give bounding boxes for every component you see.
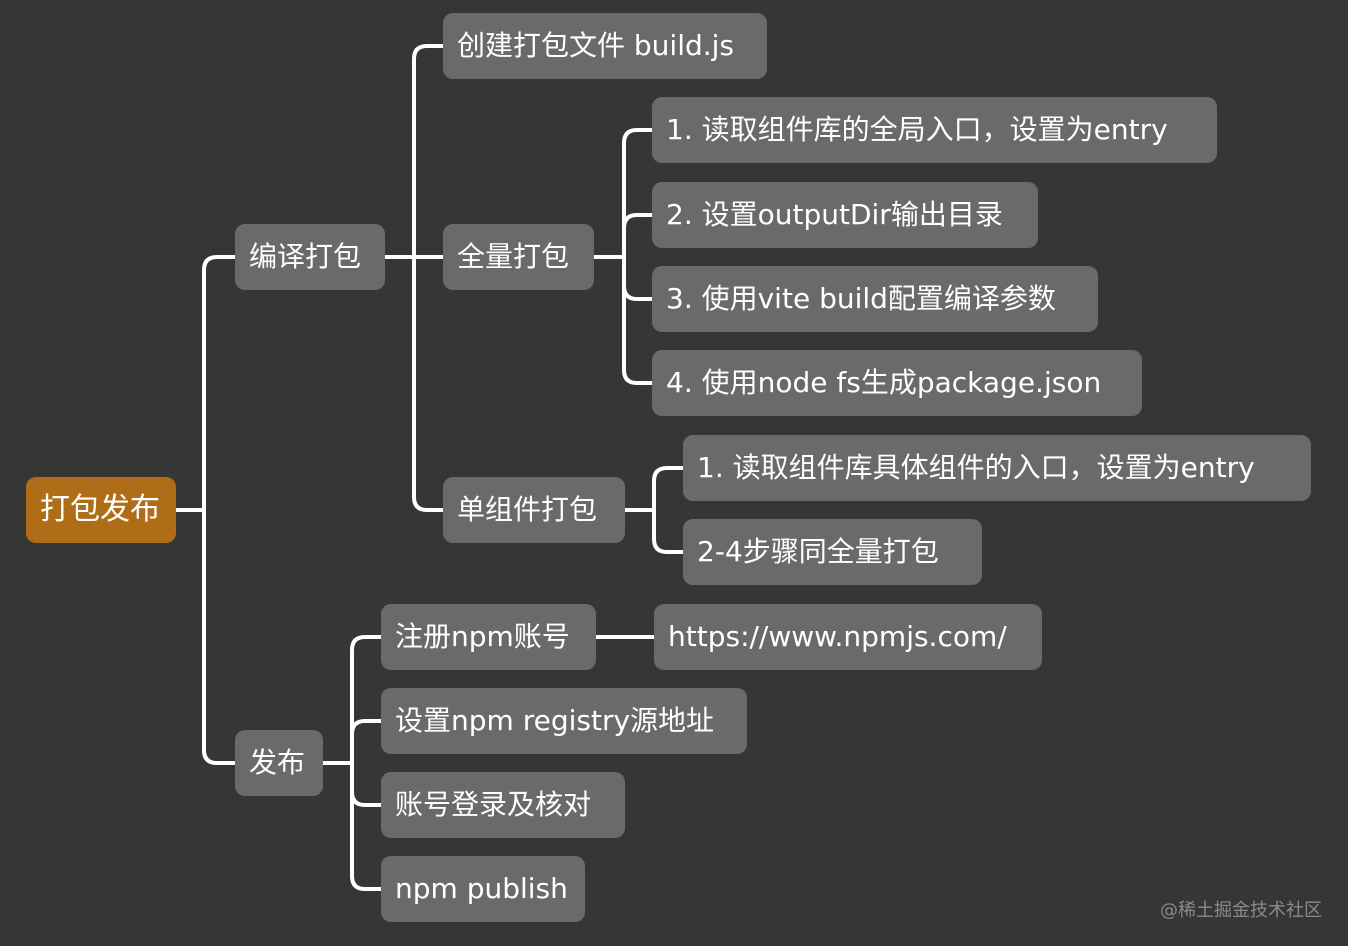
link-publish-registry bbox=[350, 719, 384, 765]
link-single-step2 bbox=[652, 508, 686, 554]
set-registry-node: 设置npm registry源地址 bbox=[381, 688, 747, 754]
link-compile-single bbox=[412, 255, 446, 512]
single-step-1-node: 1. 读取组件库具体组件的入口，设置为entry bbox=[683, 435, 1311, 501]
single-step-2-node: 2-4步骤同全量打包 bbox=[683, 519, 982, 585]
root-node: 打包发布 bbox=[26, 477, 176, 543]
create-build-file-node: 创建打包文件 build.js bbox=[443, 13, 767, 79]
link-compile-create bbox=[412, 44, 446, 259]
npmjs-url-node: https://www.npmjs.com/ bbox=[654, 604, 1042, 670]
full-step-4-node: 4. 使用node fs生成package.json bbox=[652, 350, 1142, 416]
publish-node: 发布 bbox=[235, 730, 323, 796]
full-step-1-node: 1. 读取组件库的全局入口，设置为entry bbox=[652, 97, 1217, 163]
watermark: @稀土掘金技术社区 bbox=[1160, 900, 1322, 921]
link-root-publish bbox=[202, 508, 238, 765]
link-full-step4 bbox=[622, 255, 655, 385]
login-verify-node: 账号登录及核对 bbox=[381, 772, 625, 838]
register-npm-node: 注册npm账号 bbox=[381, 604, 596, 670]
compile-node: 编译打包 bbox=[235, 224, 385, 290]
link-publish-register bbox=[350, 635, 384, 765]
link-single-step1 bbox=[652, 466, 686, 512]
full-build-node: 全量打包 bbox=[443, 224, 594, 290]
link-root-compile bbox=[202, 255, 238, 512]
full-step-2-node: 2. 设置outputDir输出目录 bbox=[652, 182, 1038, 248]
full-step-3-node: 3. 使用vite build配置编译参数 bbox=[652, 266, 1098, 332]
link-full-step2 bbox=[622, 213, 655, 259]
link-full-step1 bbox=[622, 128, 655, 259]
npm-publish-node: npm publish bbox=[381, 856, 585, 922]
link-publish-login bbox=[350, 761, 384, 807]
link-full-step3 bbox=[622, 255, 655, 301]
link-publish-cmd bbox=[350, 761, 384, 891]
single-build-node: 单组件打包 bbox=[443, 477, 625, 543]
